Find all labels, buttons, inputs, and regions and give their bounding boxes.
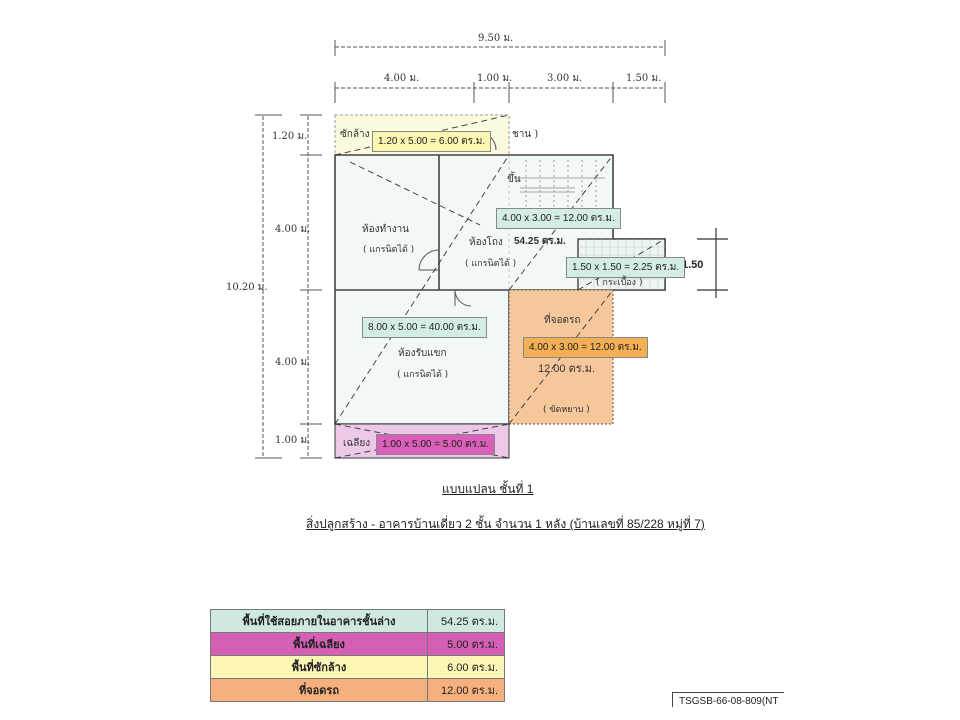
summary-name: พื้นที่เฉลียง [210, 632, 428, 656]
dim-top-segment: 3.00 ม. [547, 73, 583, 84]
room-office: ห้องทำงาน [362, 224, 410, 235]
room-reception: ห้องรับแขก [398, 348, 447, 359]
area-label-stair-hall: 4.00 x 3.00 = 12.00 ตร.ม. [496, 208, 621, 229]
area-summary-table: พื้นที่ใช้สอยภายในอาคารชั้นล่าง 54.25 ตร… [210, 609, 505, 702]
dim-top-segment: 1.00 ม. [477, 73, 513, 84]
room-bay: ( กระเบื้อง ) [596, 278, 643, 288]
summary-name: พื้นที่ใช้สอยภายในอาคารชั้นล่าง [210, 609, 428, 633]
summary-row: ที่จอดรถ 12.00 ตร.ม. [210, 678, 505, 702]
right-dimension-lines [697, 228, 728, 298]
summary-row: พื้นที่ใช้สอยภายในอาคารชั้นล่าง 54.25 ตร… [210, 609, 505, 633]
area-label-parking: 4.00 x 3.00 = 12.00 ตร.ม. [523, 337, 648, 358]
dim-left-segment: 1.00 ม. [275, 435, 311, 446]
dim-top-total: 9.50 ม. [478, 33, 514, 44]
area-label-bay: 1.50 x 1.50 = 2.25 ตร.ม. [566, 257, 686, 278]
room-stairs: ขึ้น [507, 174, 521, 185]
dim-right-bay: 1.50 [682, 259, 704, 271]
room-hall-note: ( แกรนิตได้ ) [465, 259, 517, 269]
summary-name: พื้นที่ซักล้าง [210, 655, 428, 679]
room-hall: ห้องโถง [469, 237, 503, 248]
summary-row: พื้นที่เฉลียง 5.00 ตร.ม. [210, 632, 505, 656]
room-hall-area: 54.25 ตร.ม. [514, 236, 566, 247]
dim-left-segment: 1.20 ม. [272, 131, 308, 142]
room-laundry: ซักล้าง [340, 129, 370, 140]
area-label-laundry: 1.20 x 5.00 = 6.00 ตร.ม. [372, 131, 492, 152]
room-veranda: เฉลียง [343, 438, 371, 449]
summary-value: 12.00 ตร.ม. [427, 678, 505, 702]
summary-row: พื้นที่ซักล้าง 6.00 ตร.ม. [210, 655, 505, 679]
top-dimension-lines [334, 40, 666, 103]
room-parking-area: 12.00 ตร.ม. [538, 363, 595, 375]
dim-left-segment: 4.00 ม. [275, 224, 311, 235]
document-code: TSGSB-66-08-809(NT [672, 692, 785, 707]
area-label-veranda: 1.00 x 5.00 = 5.00 ตร.ม. [376, 434, 496, 455]
dim-top-segment: 1.50 ม. [626, 73, 662, 84]
plan-title: แบบแปลน ชั้นที่ 1 [442, 482, 534, 496]
dim-left-total: 10.20 ม. [226, 282, 268, 293]
room-parking-note: ( ขัดหยาบ ) [543, 405, 590, 415]
room-office-note: ( แกรนิตได้ ) [363, 245, 415, 255]
summary-value: 54.25 ตร.ม. [427, 609, 505, 633]
dim-left-segment: 4.00 ม. [275, 357, 311, 368]
dim-top-segment: 4.00 ม. [384, 73, 420, 84]
room-laundry-extra: ชาน ) [512, 129, 539, 140]
area-label-reception: 8.00 x 5.00 = 40.00 ตร.ม. [362, 317, 487, 338]
room-reception-note: ( แกรนิตได้ ) [397, 370, 449, 380]
building-title: สิ่งปลูกสร้าง - อาคารบ้านเดี่ยว 2 ชั้น จ… [306, 517, 705, 531]
summary-value: 6.00 ตร.ม. [427, 655, 505, 679]
stairs [515, 160, 605, 230]
summary-name: ที่จอดรถ [210, 678, 428, 702]
left-dimension-lines [255, 114, 322, 459]
summary-value: 5.00 ตร.ม. [427, 632, 505, 656]
room-parking: ที่จอดรถ [544, 315, 581, 326]
